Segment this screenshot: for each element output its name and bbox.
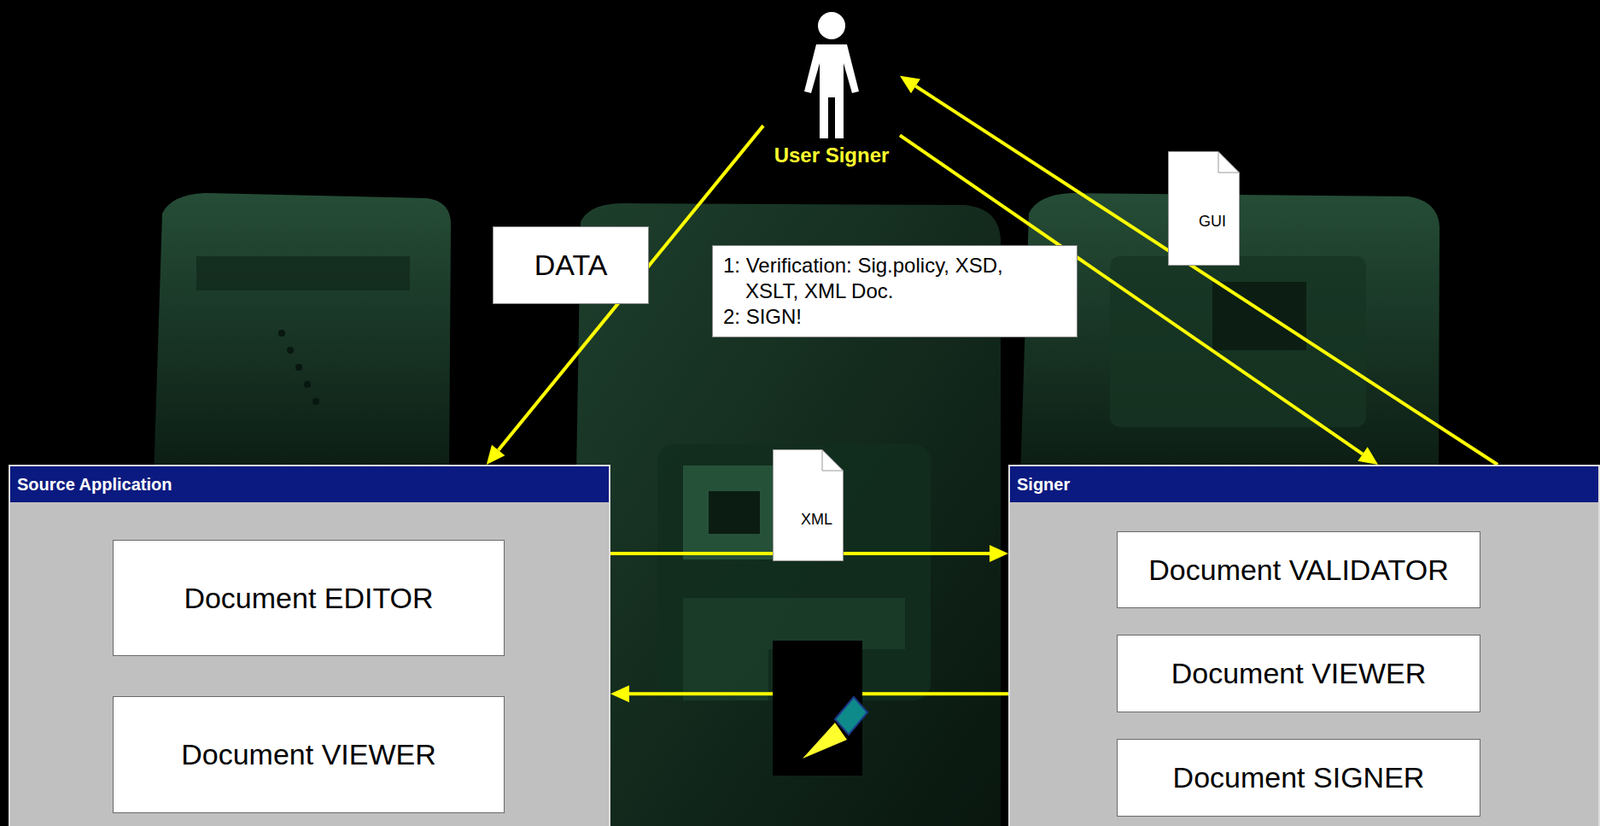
actor-figure: User Signer: [763, 6, 900, 168]
arrow-head: [989, 544, 1009, 562]
document-shape: [772, 449, 844, 561]
document-icon: XML: [772, 449, 861, 561]
edge-label: XML: [772, 449, 861, 529]
edge-label: DATA: [534, 248, 608, 282]
module-box: Document VIEWER: [1116, 634, 1481, 713]
edge-label: GUI: [1167, 151, 1257, 231]
module-box: Document EDITOR: [112, 539, 505, 656]
arrow-head: [610, 684, 630, 702]
title-bar: Source Application: [10, 466, 609, 503]
note-text: 1: Verification: Sig.policy, XSD, XSLT, …: [723, 252, 1045, 304]
arrow-head: [486, 444, 506, 465]
note-box: 1: Verification: Sig.policy, XSD, XSLT, …: [712, 245, 1078, 338]
note-text: 2: SIGN!: [723, 303, 1067, 330]
module-box: Document VIEWER: [112, 695, 505, 813]
window-title: Source Application: [17, 474, 173, 495]
arrow-head: [899, 75, 921, 94]
title-bar: Signer: [1010, 466, 1599, 503]
actor-label: User Signer: [774, 143, 890, 168]
module-box: Document SIGNER: [1116, 738, 1481, 817]
arrow-head: [1357, 446, 1379, 465]
module-box: Document VALIDATOR: [1116, 531, 1481, 608]
document-shape: [1167, 151, 1240, 266]
person-icon: [800, 10, 863, 139]
box-label: Document VIEWER: [1171, 656, 1427, 690]
window-title: Signer: [1016, 474, 1070, 495]
document-icon: GUI: [1167, 151, 1257, 266]
box-label: Document SIGNER: [1173, 760, 1425, 795]
label-box: DATA: [492, 226, 649, 304]
box-label: Document EDITOR: [183, 581, 433, 615]
box-label: Document VIEWER: [181, 737, 437, 771]
box-label: Document VALIDATOR: [1148, 553, 1449, 587]
application-window: SignerDocument VALIDATOR Document VIEWER D…: [1008, 464, 1600, 826]
application-window: Source ApplicationDocument EDITOR Documen…: [8, 464, 611, 826]
